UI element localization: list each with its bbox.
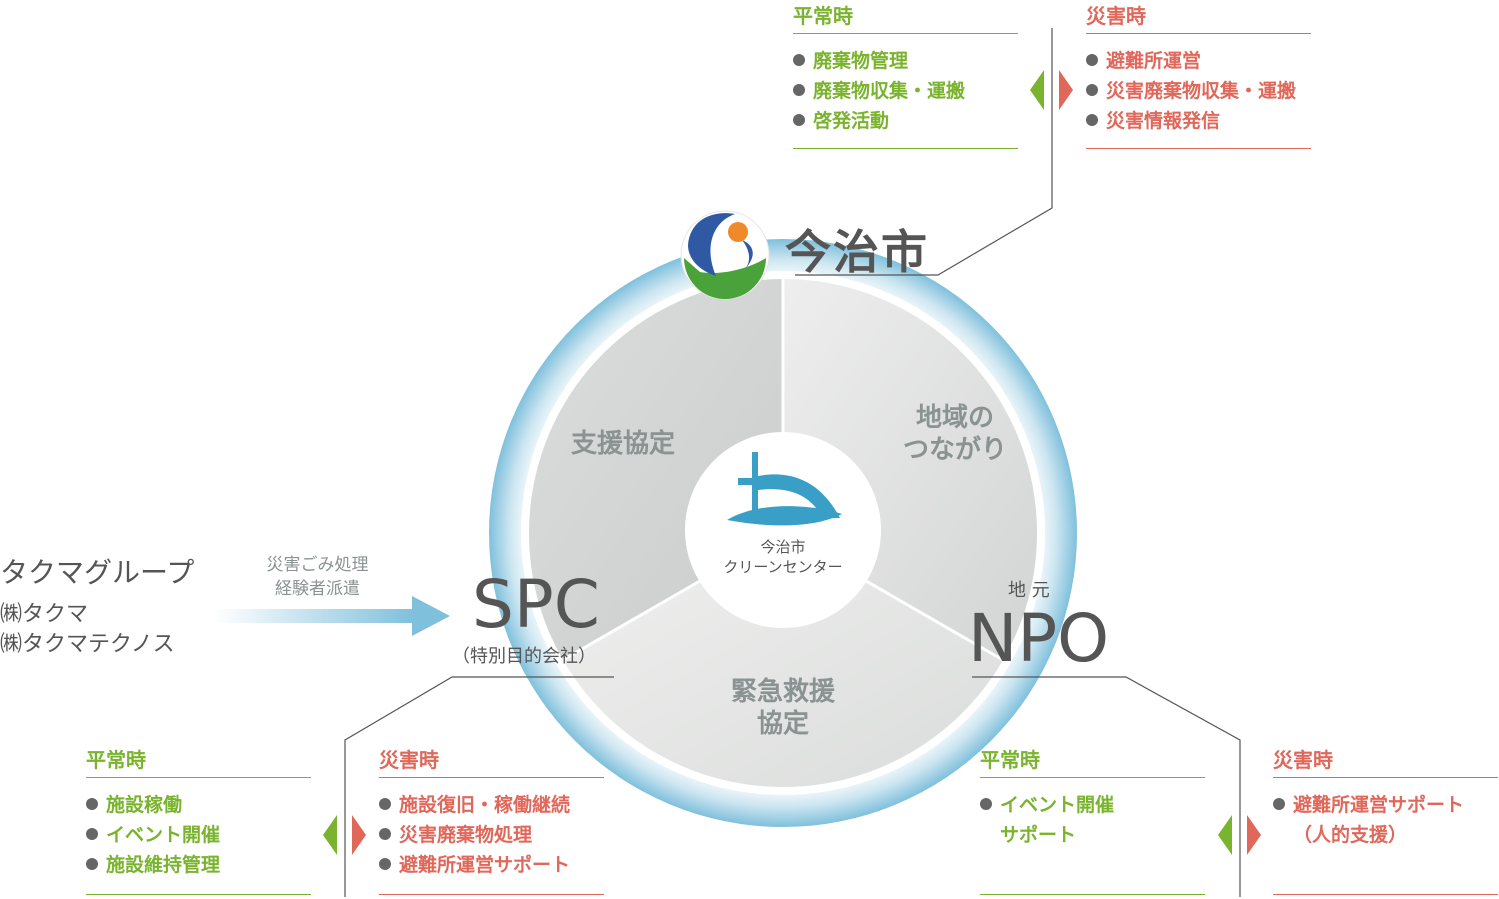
city-disaster-title: 災害時	[1086, 4, 1146, 28]
spc-normal-title: 平常時	[86, 748, 146, 772]
npo-label: 地 元	[1008, 580, 1050, 601]
npo-disaster-list: 避難所運営サポート （人的支援）	[1273, 790, 1498, 850]
city-name: 今治市	[785, 225, 929, 279]
city-normal-arrow-icon	[1030, 70, 1044, 110]
spc-subtitle: （特別目的会社）	[452, 646, 596, 667]
npo-normal-panel: 平常時 イベント開催 サポート	[980, 744, 1205, 895]
dispatch-label: 災害ごみ処理 経験者派遣	[266, 555, 369, 599]
clean-center-icon	[727, 452, 842, 526]
city-disaster-panel: 災害時 避難所運営 災害廃棄物収集・運搬 災害情報発信	[1086, 0, 1311, 149]
dispatch-arrow-icon	[215, 596, 450, 636]
list-item: 施設維持管理	[86, 850, 311, 880]
list-item-continuation: サポート	[1000, 824, 1077, 846]
npo-normal-list: イベント開催 サポート	[980, 790, 1205, 850]
segment-label-support: 支援協定	[570, 429, 675, 459]
segment-label-community: 地域の つながり	[902, 403, 1007, 465]
list-item: 施設復旧・稼働継続	[379, 790, 604, 820]
city-disaster-list: 避難所運営 災害廃棄物収集・運搬 災害情報発信	[1086, 46, 1311, 136]
list-item: 廃棄物管理	[793, 46, 1018, 76]
list-item: 災害情報発信	[1086, 106, 1311, 136]
list-item: 避難所運営サポート	[379, 850, 604, 880]
npo-disaster-panel: 災害時 避難所運営サポート （人的支援）	[1273, 744, 1498, 895]
spc-connector-line	[344, 676, 614, 897]
spc-disaster-arrow-icon	[352, 815, 366, 855]
takuma-company-2: ㈱タクマテクノス	[0, 632, 175, 657]
spc-disaster-title: 災害時	[379, 748, 439, 772]
takuma-title: タクマグループ	[0, 556, 195, 589]
segment-label-emergency: 緊急救援 協定	[730, 677, 835, 739]
npo-disaster-arrow-icon	[1247, 815, 1261, 855]
city-normal-list: 廃棄物管理 廃棄物収集・運搬 啓発活動	[793, 46, 1018, 136]
city-normal-title: 平常時	[793, 4, 853, 28]
list-item: 避難所運営	[1086, 46, 1311, 76]
list-item: 啓発活動	[793, 106, 1018, 136]
city-disaster-arrow-icon	[1059, 70, 1073, 110]
list-item: 施設稼働	[86, 790, 311, 820]
spc-name: SPC	[472, 566, 600, 643]
center-label: 今治市 クリーンセンター	[723, 538, 843, 576]
city-normal-panel: 平常時 廃棄物管理 廃棄物収集・運搬 啓発活動	[793, 0, 1018, 149]
city-connector-line	[795, 28, 1053, 276]
spc-disaster-list: 施設復旧・稼働継続 災害廃棄物処理 避難所運営サポート	[379, 790, 604, 880]
npo-name: NPO	[968, 600, 1110, 677]
list-item: 災害廃棄物収集・運搬	[1086, 76, 1311, 106]
npo-normal-title: 平常時	[980, 748, 1040, 772]
list-item: イベント開催	[86, 820, 311, 850]
spc-normal-list: 施設稼働 イベント開催 施設維持管理	[86, 790, 311, 880]
spc-disaster-panel: 災害時 施設復旧・稼働継続 災害廃棄物処理 避難所運営サポート	[379, 744, 604, 895]
takuma-company-1: ㈱タクマ	[0, 602, 89, 627]
npo-connector-line	[972, 676, 1241, 897]
list-item: 廃棄物収集・運搬	[793, 76, 1018, 106]
npo-normal-arrow-icon	[1218, 815, 1232, 855]
list-item: 避難所運営サポート	[1273, 790, 1498, 820]
imabari-logo-icon	[680, 210, 770, 300]
list-item-continuation: （人的支援）	[1293, 824, 1408, 846]
spc-normal-panel: 平常時 施設稼働 イベント開催 施設維持管理	[86, 744, 311, 895]
list-item: イベント開催	[980, 790, 1205, 820]
list-item: 災害廃棄物処理	[379, 820, 604, 850]
center-circle	[685, 432, 881, 628]
spc-normal-arrow-icon	[323, 815, 337, 855]
npo-disaster-title: 災害時	[1273, 748, 1333, 772]
